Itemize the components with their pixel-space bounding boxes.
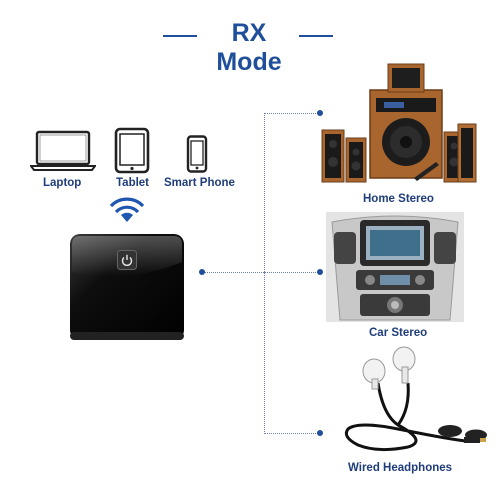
connector-dot-home [317, 110, 323, 116]
connector-line-main [205, 272, 264, 273]
title-line-left [163, 35, 197, 37]
connector-dot-source [199, 269, 205, 275]
connector-dot-headphones [317, 430, 323, 436]
smartphone-icon [186, 135, 208, 173]
connector-line-vertical [264, 113, 265, 434]
source-label-smartphone: Smart Phone [164, 177, 235, 189]
connector-line-headphones [264, 433, 320, 434]
output-label-home-stereo: Home Stereo [363, 193, 434, 205]
power-button[interactable] [117, 250, 137, 270]
title-line-right [299, 35, 333, 37]
bluetooth-receiver-device [68, 232, 186, 344]
tablet-icon [114, 127, 150, 174]
power-icon [117, 250, 137, 270]
connector-dot-car [317, 269, 323, 275]
title-banner: RX Mode [0, 16, 500, 76]
connector-line-car [264, 272, 320, 273]
output-label-car-stereo: Car Stereo [369, 327, 428, 339]
source-label-laptop: Laptop [43, 177, 82, 189]
output-label-headphones: Wired Headphones [348, 462, 453, 474]
home-stereo-image [318, 62, 478, 188]
page-title: RX Mode [216, 19, 282, 76]
car-stereo-image [326, 212, 464, 322]
connector-line-home [264, 113, 320, 114]
wireless-signal-icon [107, 196, 147, 224]
wired-headphones-image [338, 345, 488, 457]
laptop-icon [29, 130, 97, 172]
source-label-tablet: Tablet [116, 177, 150, 189]
